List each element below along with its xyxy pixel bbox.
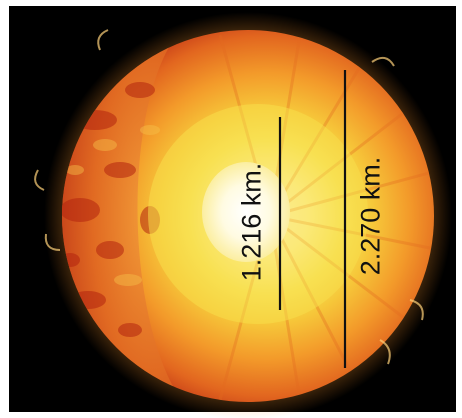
outer-core-radius-label: 2.270 km. xyxy=(355,156,386,276)
inner-core xyxy=(202,162,290,262)
inner-core-radius-label: 1.216 km. xyxy=(236,162,267,282)
solar-flares xyxy=(34,29,424,365)
